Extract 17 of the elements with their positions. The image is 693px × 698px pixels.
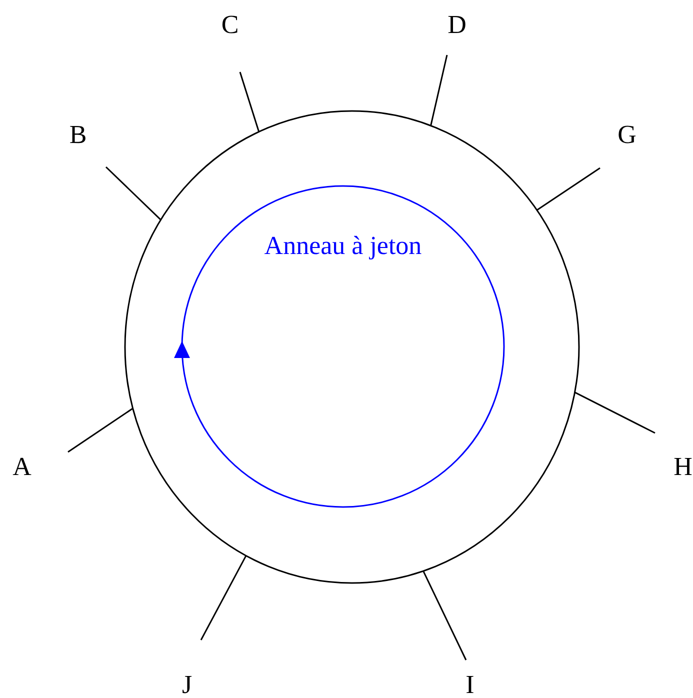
station-label: A [12, 454, 32, 480]
connector-line [200, 555, 247, 640]
connector-line [574, 392, 656, 434]
station-label: C [220, 12, 240, 38]
connector-line [105, 166, 162, 220]
station-label: I [464, 672, 476, 698]
station-label: H [672, 454, 693, 480]
connector-line [239, 72, 260, 132]
station-label: J [180, 672, 194, 698]
connector-line [430, 54, 448, 126]
station-label: G [616, 122, 638, 148]
connector-line [68, 408, 134, 453]
connector-line [422, 570, 467, 660]
ring-label: Anneau à jeton [263, 233, 423, 259]
station-label: B [68, 122, 88, 148]
connector-line [536, 167, 600, 211]
station-label: D [446, 12, 468, 38]
